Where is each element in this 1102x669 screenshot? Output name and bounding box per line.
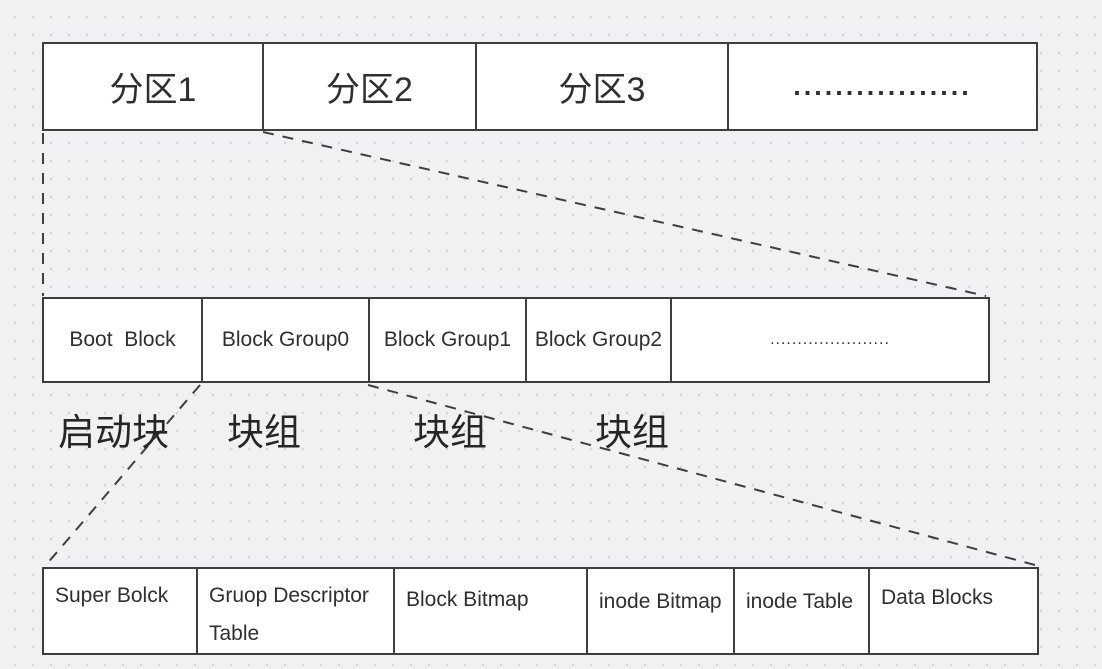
partition-3-label: 分区3 xyxy=(558,71,646,109)
block-group-cjk-label-3: 块组 xyxy=(595,412,669,453)
partition-1-label: 分区1 xyxy=(109,71,197,109)
group-descriptor-table-cell: Gruop Descriptor Table xyxy=(198,569,395,653)
group-descriptor-table-label: Gruop Descriptor Table xyxy=(209,584,369,645)
connector-partition1-right xyxy=(262,131,987,297)
block-group1-cell: Block Group1 xyxy=(370,299,527,381)
block-group-row: Boot Block Block Group0 Block Group1 Blo… xyxy=(42,297,990,383)
boot-block-cell: Boot Block xyxy=(44,299,203,381)
block-group2-cell: Block Group2 xyxy=(527,299,672,381)
partition-1-cell: 分区1 xyxy=(44,44,264,129)
partition-2-cell: 分区2 xyxy=(264,44,477,129)
partition-3-cell: 分区3 xyxy=(477,44,729,129)
inode-table-label: inode Table xyxy=(746,590,854,613)
super-block-label: Super Bolck xyxy=(55,584,169,607)
data-blocks-cell: Data Blocks xyxy=(870,569,1037,653)
block-bitmap-cell: Block Bitmap xyxy=(395,569,588,653)
block-group0-cell: Block Group0 xyxy=(203,299,370,381)
block-group-ellipsis-label: ...................... xyxy=(770,331,890,348)
inode-table-cell: inode Table xyxy=(735,569,870,653)
block-group-cjk-label-2: 块组 xyxy=(413,412,487,453)
block-group-ellipsis-cell: ...................... xyxy=(672,299,988,381)
disk-partition-row: 分区1 分区2 分区3 ................. xyxy=(42,42,1038,131)
block-group0-label: Block Group0 xyxy=(221,328,350,351)
partition-ellipsis-label: ................. xyxy=(793,71,972,101)
super-block-cell: Super Bolck xyxy=(44,569,198,653)
inode-bitmap-label: inode Bitmap xyxy=(599,590,722,613)
block-group-detail-row: Super Bolck Gruop Descriptor Table Block… xyxy=(42,567,1039,655)
block-bitmap-label: Block Bitmap xyxy=(406,588,529,611)
data-blocks-label: Data Blocks xyxy=(881,586,994,609)
boot-block-label: Boot Block xyxy=(69,328,176,351)
block-group1-label: Block Group1 xyxy=(383,328,512,351)
boot-block-cjk-label: 启动块 xyxy=(58,412,169,453)
block-group-cjk-label-1: 块组 xyxy=(227,412,301,453)
partition-ellipsis-cell: ................. xyxy=(729,44,1036,129)
block-group2-label: Block Group2 xyxy=(534,328,663,351)
inode-bitmap-cell: inode Bitmap xyxy=(588,569,735,653)
partition-2-label: 分区2 xyxy=(326,71,413,109)
